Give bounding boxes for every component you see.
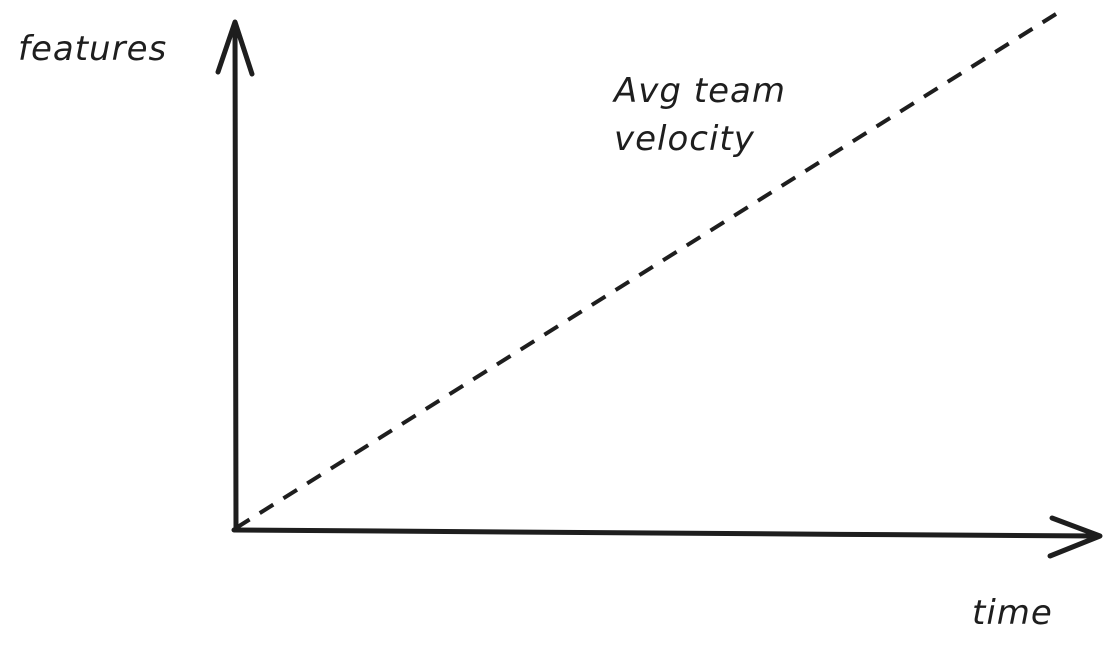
y-axis-line: [232, 21, 239, 533]
line-label-line1: Avg team: [612, 71, 786, 111]
y-axis-arrowhead: [215, 19, 255, 77]
x-axis-label: time: [972, 593, 1053, 633]
line-label-line2: velocity: [614, 119, 755, 159]
x-axis-line: [231, 527, 1101, 539]
y-axis-label: features: [18, 29, 167, 69]
y-axis: [215, 19, 255, 533]
x-axis-arrowhead: [1047, 515, 1103, 559]
avg-velocity-line: [234, 12, 1058, 530]
x-axis: [231, 515, 1103, 559]
